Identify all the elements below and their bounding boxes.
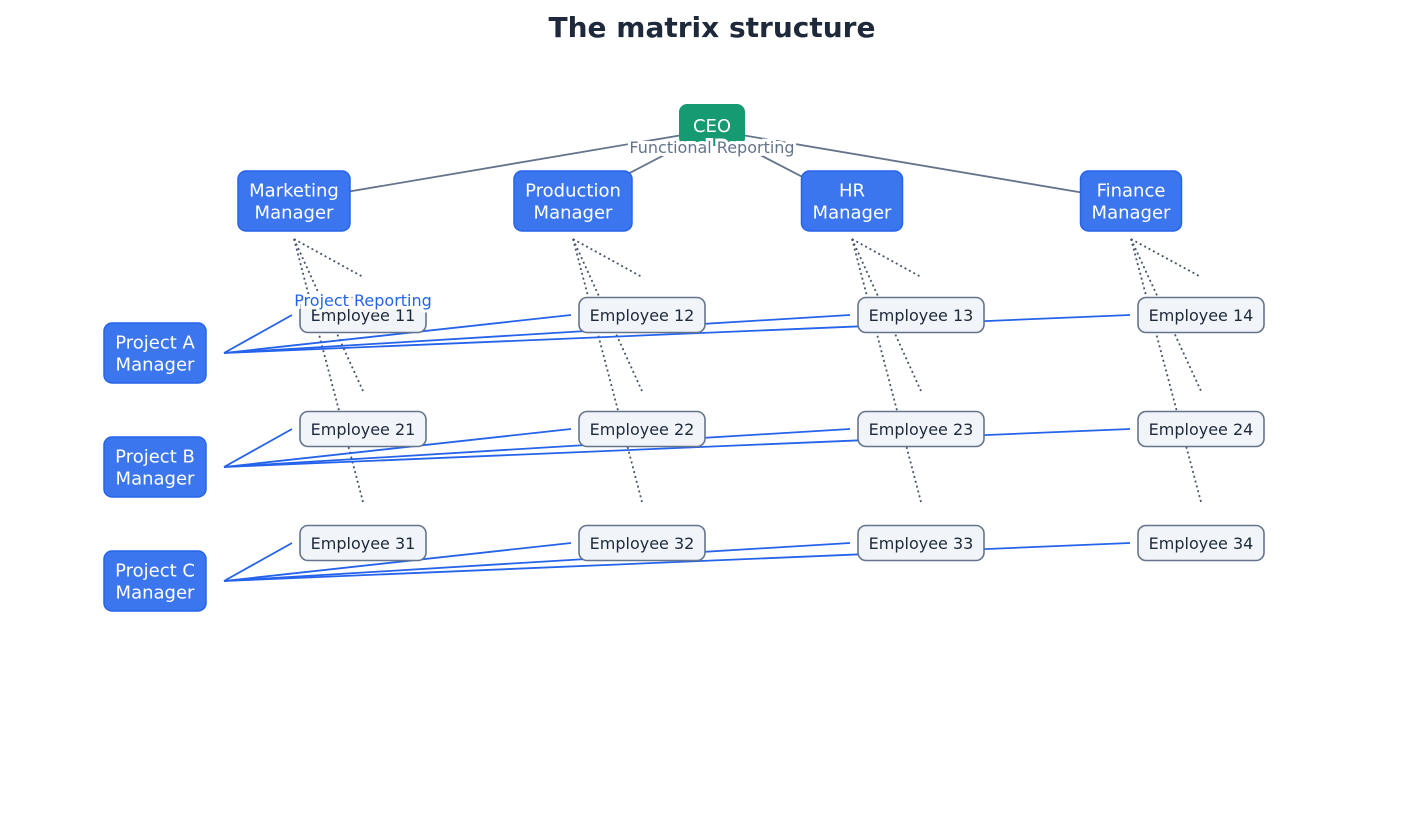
manager-project-a-box (103, 322, 207, 384)
functional-dotted-edge-31 (293, 238, 364, 503)
functional-dotted-edge-14 (1130, 238, 1202, 278)
manager-production-label: Production (525, 181, 621, 202)
employee-12-label: Employee 12 (590, 306, 695, 325)
employee-31: Employee 31 (299, 524, 427, 562)
employee-23: Employee 23 (857, 410, 985, 448)
functional-reporting-label: Functional Reporting (629, 138, 794, 157)
employee-12-box (578, 296, 706, 334)
manager-hr-label: HR (839, 181, 865, 202)
ceo-node: CEO (679, 104, 745, 146)
functional-dotted-edge-11 (293, 238, 364, 278)
manager-hr-box (800, 170, 904, 232)
manager-marketing-box (237, 170, 351, 232)
employee-24-label: Employee 24 (1149, 420, 1254, 439)
manager-production-label: Manager (534, 202, 613, 223)
employee-21-box (299, 410, 427, 448)
project-edge-31 (223, 542, 293, 582)
employee-11-box (299, 296, 427, 334)
project-edge-13 (223, 314, 851, 354)
employee-23-label: Employee 23 (869, 420, 974, 439)
manager-project-c-box (103, 550, 207, 612)
functional-dotted-edge-34 (1130, 238, 1202, 503)
employee-34-label: Employee 34 (1149, 534, 1254, 553)
employee-11: Employee 11 (299, 296, 427, 334)
employee-33: Employee 33 (857, 524, 985, 562)
project-edge-23 (223, 428, 851, 468)
manager-project-a-label: Manager (116, 354, 195, 375)
manager-marketing-label: Marketing (249, 181, 339, 202)
employee-13-label: Employee 13 (869, 306, 974, 325)
employee-31-label: Employee 31 (311, 534, 416, 553)
employee-32-label: Employee 32 (590, 534, 695, 553)
manager-finance-label: Finance (1097, 181, 1166, 202)
employee-22: Employee 22 (578, 410, 706, 448)
employee-31-box (299, 524, 427, 562)
employee-34-box (1137, 524, 1265, 562)
employee-13: Employee 13 (857, 296, 985, 334)
employee-24: Employee 24 (1137, 410, 1265, 448)
ceo-node-label: CEO (693, 116, 731, 137)
functional-dotted-edge-32 (572, 238, 643, 503)
diagram-title: The matrix structure (549, 11, 876, 44)
project-edge-11 (223, 314, 293, 354)
manager-production-box (513, 170, 633, 232)
employee-33-label: Employee 33 (869, 534, 974, 553)
employee-34: Employee 34 (1137, 524, 1265, 562)
manager-finance-box (1079, 170, 1183, 232)
functional-edge-finance (711, 129, 1127, 201)
employee-32-box (578, 524, 706, 562)
manager-project-b-label: Manager (116, 468, 195, 489)
employee-23-box (857, 410, 985, 448)
functional-edge-marketing (298, 129, 713, 201)
functional-dotted-edge-33 (851, 238, 922, 503)
employee-24-box (1137, 410, 1265, 448)
manager-project-c-label: Project C (115, 561, 195, 582)
manager-project-b-box (103, 436, 207, 498)
employee-12: Employee 12 (578, 296, 706, 334)
employee-22-box (578, 410, 706, 448)
manager-project-b-label: Project B (115, 447, 195, 468)
employee-14-label: Employee 14 (1149, 306, 1254, 325)
manager-marketing-label: Manager (255, 202, 334, 223)
project-reporting-label: Project Reporting (294, 291, 432, 310)
project-edge-32 (223, 542, 572, 582)
employee-22-label: Employee 22 (590, 420, 695, 439)
project-edge-21 (223, 428, 293, 468)
project-edge-12 (223, 314, 572, 354)
project-edge-22 (223, 428, 572, 468)
employee-14: Employee 14 (1137, 296, 1265, 334)
employee-11-label: Employee 11 (311, 306, 416, 325)
employee-13-box (857, 296, 985, 334)
manager-hr-label: Manager (813, 202, 892, 223)
employee-21: Employee 21 (299, 410, 427, 448)
manager-project-c-label: Manager (116, 582, 195, 603)
edges-layer (223, 129, 1202, 582)
employee-32: Employee 32 (578, 524, 706, 562)
functional-dotted-edge-12 (572, 238, 643, 278)
ceo-node-box (679, 104, 745, 146)
manager-project-a-label: Project A (115, 333, 195, 354)
project-edge-33 (223, 542, 851, 582)
nodes-layer: CEOMarketingManagerProductionManagerHRMa… (103, 104, 1265, 612)
employee-14-box (1137, 296, 1265, 334)
manager-finance-label: Manager (1092, 202, 1171, 223)
functional-dotted-edge-13 (851, 238, 922, 278)
employee-21-label: Employee 21 (311, 420, 416, 439)
employee-33-box (857, 524, 985, 562)
